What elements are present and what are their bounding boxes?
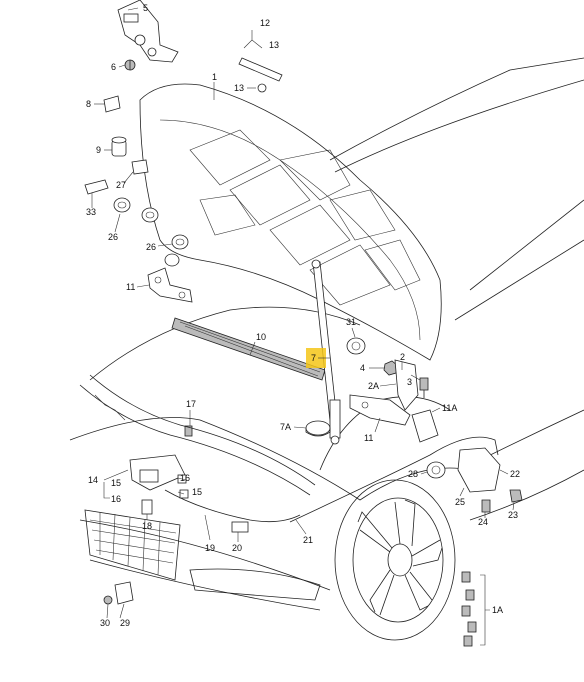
bolt-24 [481,499,491,513]
cable-19 [164,489,301,523]
callout-12: 12 [260,18,270,28]
callout-10: 10 [256,332,266,342]
grommet-28 [426,461,446,479]
gas-strut [311,259,341,445]
callout-7A: 7A [280,422,291,432]
headlight [189,568,321,601]
callout-2: 2 [400,352,405,362]
callout-14: 14 [88,475,98,485]
callout-13: 13 [234,83,244,93]
callout-27: 27 [116,180,126,190]
callout-26: 26 [108,232,118,242]
callout-5: 5 [143,3,148,13]
screw-30 [103,595,113,605]
bolt-6 [124,59,136,71]
latch-2A [394,359,419,411]
bolt-2 [419,377,429,398]
callout-20: 20 [232,543,242,553]
clip-20 [231,521,249,533]
highlight-part-7 [306,348,326,368]
hood-inner-frame [189,129,421,306]
grommet-26b [141,207,159,223]
callout-17: 17 [186,399,196,409]
tab-33 [84,179,109,195]
callout-11-left: 11 [126,282,135,292]
callout-4: 4 [360,363,365,373]
front-grille [84,509,181,581]
callout-30: 30 [100,618,110,628]
callout-9: 9 [96,145,101,155]
callout-labels: 1 5 6 8 9 27 33 26 26 12 13 13 11 10 7 3… [86,3,520,628]
clip-27 [131,159,149,175]
callout-8: 8 [86,99,91,109]
callout-2A: 2A [368,381,379,391]
callout-28: 28 [408,469,418,479]
callout-6: 6 [111,62,116,72]
clip-18 [141,499,153,515]
car-body-outline [69,57,584,611]
callout-7: 7 [311,353,316,363]
bracket-29 [114,581,134,605]
callout-33: 33 [86,207,96,217]
callout-1: 1 [212,72,217,82]
callout-24: 24 [478,517,488,527]
bracket-11-left [147,267,193,303]
hood-seal-strip [171,317,326,381]
callout-21: 21 [303,535,313,545]
bolt-17 [184,425,193,437]
callout-26-second: 26 [146,242,156,252]
bracket-11-right [349,394,411,426]
callout-15-left: 15 [111,478,121,488]
grommet-26a [113,197,131,213]
release-lever-22 [457,447,501,493]
lock-assembly-14 [129,454,186,491]
callout-29: 29 [120,618,130,628]
callout-3: 3 [407,377,412,387]
callout-13-top: 13 [269,40,279,50]
callout-15: 15 [192,487,202,497]
callout-19: 19 [205,543,215,553]
clip-8 [103,95,121,113]
callout-11A: 11A [442,403,457,413]
callout-16: 16 [180,473,190,483]
callout-25: 25 [455,497,465,507]
fastener-set-1A [461,571,477,647]
callout-31: 31 [346,317,356,327]
strut-12 [238,57,283,93]
hinge-11A [411,409,439,443]
front-wheel [334,479,456,641]
callout-18: 18 [142,521,152,531]
grommet-31 [346,337,366,355]
hood-panel [139,83,442,361]
front-crossmember [79,374,316,496]
grommet-26c [171,234,189,250]
bolt-23 [509,489,523,503]
leader-lines [91,7,515,646]
callout-11-right: 11 [364,433,373,443]
callout-16-left: 16 [111,494,121,504]
cap-7A [305,420,331,437]
hinge-assembly [117,0,179,63]
buffer-9 [111,136,127,157]
grommet-26d [164,253,180,267]
callout-22: 22 [510,469,520,479]
cable-21 [289,436,499,523]
callout-23: 23 [508,510,518,520]
callout-1A: 1A [492,605,503,615]
